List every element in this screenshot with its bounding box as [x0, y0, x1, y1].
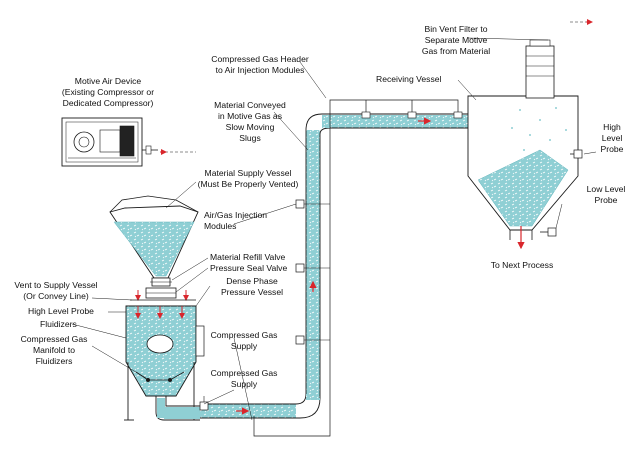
svg-text:Motive Air Device: Motive Air Device [75, 76, 142, 86]
svg-text:Compressed Gas: Compressed Gas [211, 330, 278, 340]
svg-text:Probe: Probe [595, 195, 618, 205]
label-motive-air-device: Motive Air Device (Existing Compressor o… [62, 76, 154, 108]
label-air-gas-injection: Air/Gas Injection Modules [204, 210, 267, 231]
svg-text:Material Refill Valve: Material Refill Valve [210, 252, 286, 262]
svg-text:Slow Moving: Slow Moving [226, 122, 275, 132]
label-compressed-gas-manifold: Compressed Gas Manifold to Fluidizers [21, 334, 88, 366]
svg-text:Pressure Seal Valve: Pressure Seal Valve [210, 263, 287, 273]
pressure-seal-valve [145, 287, 177, 299]
svg-text:Level: Level [602, 133, 623, 143]
label-vent-to-supply: Vent to Supply Vessel (Or Convey Line) [14, 280, 97, 301]
material-refill-valve [150, 277, 172, 287]
label-pressure-seal-valve: Pressure Seal Valve [210, 263, 287, 273]
svg-text:Material Conveyed: Material Conveyed [214, 100, 286, 110]
label-compressed-gas-header: Compressed Gas Header to Air Injection M… [211, 54, 309, 75]
label-high-level-probe-right: High Level Probe [601, 122, 624, 154]
label-bin-vent-filter: Bin Vent Filter to Separate Motive Gas f… [422, 24, 490, 56]
svg-text:(Or Convey Line): (Or Convey Line) [23, 291, 89, 301]
bin-vent-filter [525, 19, 593, 99]
svg-text:Material Supply Vessel: Material Supply Vessel [205, 168, 292, 178]
label-to-next-process: To Next Process [491, 260, 554, 270]
svg-text:Separate Motive: Separate Motive [425, 35, 488, 45]
label-compressed-gas-supply-1: Compressed Gas Supply [211, 330, 278, 351]
svg-text:Compressed Gas: Compressed Gas [21, 334, 88, 344]
svg-text:in Motive Gas as: in Motive Gas as [218, 111, 282, 121]
label-high-level-probe-left: High Level Probe [28, 306, 94, 316]
vessel-outlet-pipe [155, 396, 200, 421]
dense-phase-pressure-vessel [125, 305, 205, 397]
svg-text:Pressure Vessel: Pressure Vessel [221, 287, 283, 297]
svg-text:Vent to Supply Vessel: Vent to Supply Vessel [14, 280, 97, 290]
label-material-refill-valve: Material Refill Valve [210, 252, 286, 262]
dust-specks [511, 107, 567, 161]
receiving-vessel [467, 95, 579, 250]
label-low-level-probe: Low Level Probe [587, 184, 626, 205]
svg-text:Compressed Gas: Compressed Gas [211, 368, 278, 378]
vent-arrows [130, 290, 196, 301]
leader-lines [71, 37, 597, 421]
fluidizer-manifold [135, 371, 185, 382]
svg-text:(Must Be Properly Vented): (Must Be Properly Vented) [198, 179, 299, 189]
label-material-supply-vessel: Material Supply Vessel (Must Be Properly… [198, 168, 299, 189]
svg-text:To Next Process: To Next Process [491, 260, 554, 270]
svg-text:Manifold to: Manifold to [33, 345, 75, 355]
high-level-probe-right-device [570, 149, 583, 159]
svg-text:Bin Vent Filter to: Bin Vent Filter to [424, 24, 487, 34]
label-receiving-vessel: Receiving Vessel [376, 74, 442, 84]
compressed-gas-header [253, 99, 463, 437]
svg-text:Air/Gas Injection: Air/Gas Injection [204, 210, 267, 220]
svg-text:(Existing Compressor or: (Existing Compressor or [62, 87, 154, 97]
svg-text:Gas from Material: Gas from Material [422, 46, 490, 56]
compressor-outlet-valve [142, 145, 196, 155]
low-level-probe-device [540, 227, 557, 237]
motive-air-device [61, 117, 143, 167]
svg-text:Fluidizers: Fluidizers [36, 356, 73, 366]
air-injection-modules [199, 199, 330, 411]
label-material-conveyed: Material Conveyed in Motive Gas as Slow … [214, 100, 286, 143]
svg-text:Supply: Supply [231, 379, 258, 389]
conveying-line [200, 113, 499, 419]
svg-text:Dense Phase: Dense Phase [226, 276, 278, 286]
material-supply-vessel [109, 195, 199, 279]
svg-text:Modules: Modules [204, 221, 236, 231]
svg-text:Low Level: Low Level [587, 184, 626, 194]
svg-text:Supply: Supply [231, 341, 258, 351]
svg-text:Slugs: Slugs [239, 133, 261, 143]
svg-text:to Air Injection Modules: to Air Injection Modules [216, 65, 305, 75]
svg-text:Receiving Vessel: Receiving Vessel [376, 74, 442, 84]
label-dense-phase: Dense Phase Pressure Vessel [221, 276, 283, 297]
svg-text:High Level Probe: High Level Probe [28, 306, 94, 316]
svg-text:Compressed Gas Header: Compressed Gas Header [211, 54, 309, 64]
svg-text:Probe: Probe [601, 144, 624, 154]
svg-text:Dedicated Compressor): Dedicated Compressor) [63, 98, 154, 108]
svg-text:High: High [603, 122, 621, 132]
label-fluidizers: Fluidizers [40, 319, 77, 329]
svg-text:Fluidizers: Fluidizers [40, 319, 77, 329]
label-compressed-gas-supply-2: Compressed Gas Supply [211, 368, 278, 389]
